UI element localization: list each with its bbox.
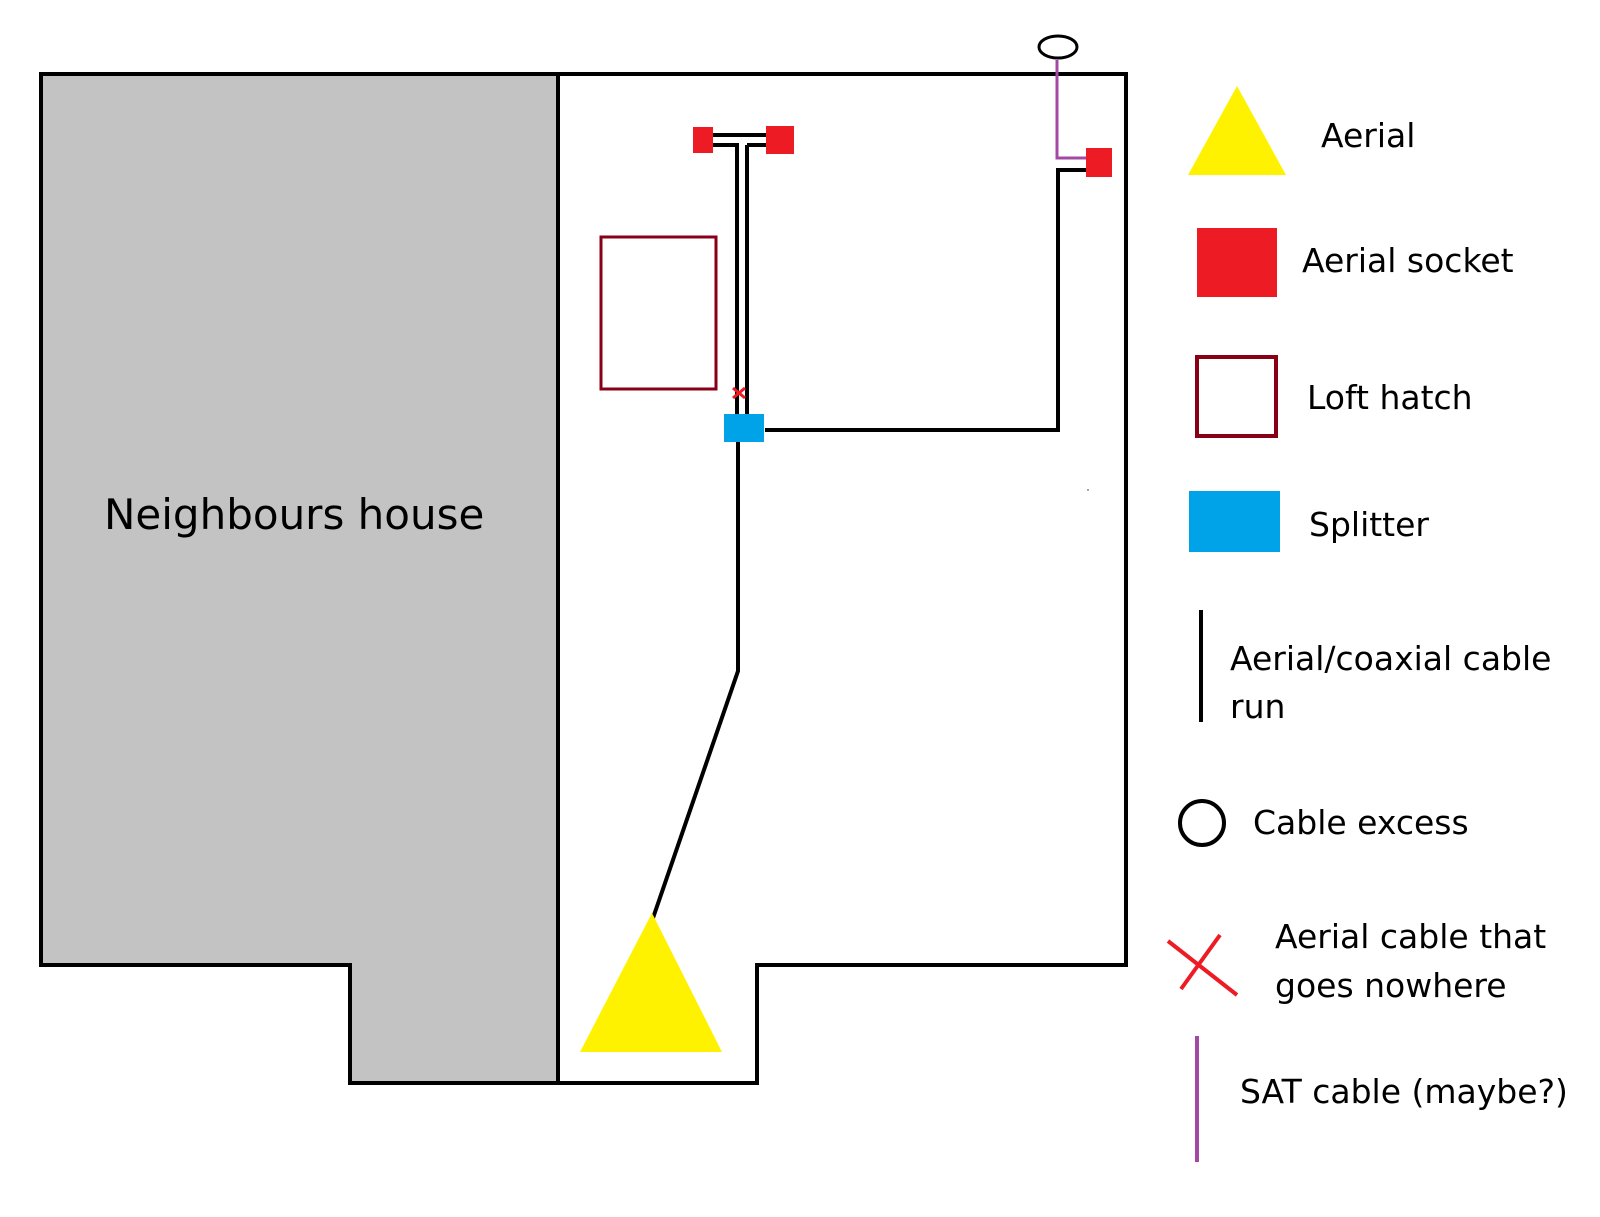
legend-splitter-icon (1189, 491, 1280, 552)
coax-cables (651, 133, 1088, 919)
legend-socket-icon (1197, 228, 1277, 297)
aerial-socket-top-left (693, 127, 713, 153)
aerial-socket-top-middle (766, 126, 794, 154)
legend-label: Aerial socket (1302, 241, 1514, 280)
legend-item-aerial: Aerial (1188, 86, 1415, 175)
legend-label-line2: goes nowhere (1275, 966, 1507, 1005)
legend-item-sat-cable: SAT cable (maybe?) (1195, 1036, 1568, 1162)
legend-label: Splitter (1309, 505, 1429, 544)
legend-label: Cable excess (1253, 803, 1469, 842)
legend-item-dead-cable: Aerial cable that goes nowhere (1166, 917, 1546, 1005)
neighbour-house-shape (39, 72, 560, 1085)
coax-cable-top-lower (712, 143, 739, 415)
cable-excess-loop (1037, 34, 1079, 60)
legend-item-loft-hatch: Loft hatch (1195, 355, 1473, 438)
sat-cable (1055, 60, 1090, 160)
legend-item-excess: Cable excess (1178, 799, 1469, 847)
aerial-socket-top-right (1086, 148, 1112, 177)
splitter (724, 414, 764, 442)
legend-label-line1: Aerial cable that (1275, 917, 1546, 956)
legend: Aerial Aerial socket Loft hatch Splitter… (1166, 86, 1568, 1162)
legend-item-cable: Aerial/coaxial cable run (1199, 610, 1551, 726)
neighbour-house-label: Neighbours house (104, 490, 484, 539)
stray-dot (1087, 489, 1089, 491)
legend-label: Loft hatch (1307, 378, 1473, 417)
legend-item-splitter: Splitter (1189, 491, 1429, 552)
legend-label: Aerial (1321, 116, 1415, 155)
legend-label-line2: run (1230, 687, 1285, 726)
loft-hatch (599, 235, 718, 391)
legend-excess-icon (1178, 799, 1226, 847)
legend-label: SAT cable (maybe?) (1240, 1072, 1568, 1111)
coax-cable-splitter-to-aerial (651, 440, 740, 919)
legend-label-line1: Aerial/coaxial cable (1230, 639, 1551, 678)
aerial (580, 913, 722, 1052)
legend-loft-hatch-icon (1195, 355, 1278, 438)
legend-aerial-icon (1188, 86, 1286, 175)
coax-cable-splitter-to-right-socket (765, 168, 1088, 432)
legend-dead-cable-icon (1166, 933, 1239, 997)
house-outline (556, 72, 1128, 1085)
legend-item-socket: Aerial socket (1197, 228, 1514, 297)
dead-cable-marker (732, 386, 746, 400)
